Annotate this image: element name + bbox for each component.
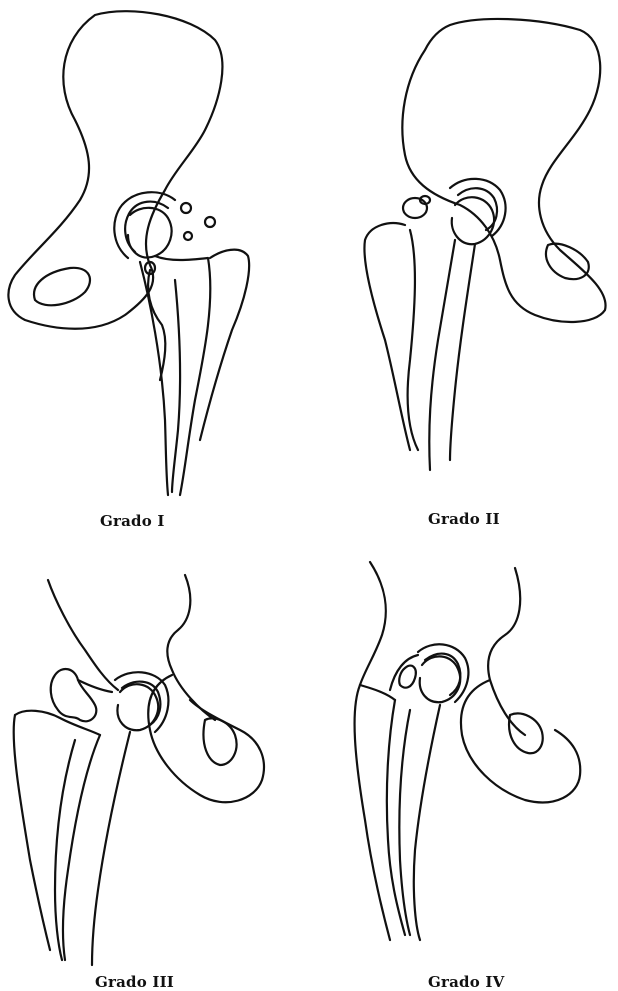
- greater-trochanter: [15, 711, 100, 735]
- femur-inner: [399, 710, 410, 935]
- panel-grade-1: Grado I: [0, 0, 300, 540]
- hip-drawing-grade-1: [0, 0, 300, 540]
- ossification-island-2: [205, 217, 215, 227]
- pelvis-lower: [148, 675, 264, 802]
- femur-medial: [92, 732, 130, 965]
- caption-grade-1: Grado I: [100, 512, 165, 530]
- femur-outline: [155, 256, 210, 495]
- ankylosis-bridge: [390, 655, 418, 690]
- pelvis-outline: [402, 19, 605, 322]
- caption-grade-3: Grado III: [95, 973, 174, 991]
- ankylosis-fragment: [399, 666, 416, 688]
- acetabular-cup-inner: [425, 654, 460, 695]
- femur-outline-lateral: [14, 715, 50, 950]
- panel-grade-2: Grado II: [310, 0, 618, 540]
- hip-drawing-grade-2: [310, 0, 618, 540]
- caption-grade-2: Grado II: [428, 510, 500, 528]
- panel-grade-3: Grado III: [0, 540, 300, 990]
- pelvis-lower: [461, 680, 580, 802]
- femoral-head: [420, 656, 460, 702]
- ilium-line-right: [488, 568, 525, 735]
- obturator-foramen: [546, 244, 589, 279]
- femur-medial: [450, 244, 475, 460]
- femur-outline-lateral: [355, 685, 390, 940]
- ossification-island-3: [184, 232, 192, 240]
- obturator-foramen: [34, 268, 90, 305]
- femur-medial: [414, 705, 440, 940]
- obturator-foramen: [509, 714, 543, 754]
- hip-drawing-grade-4: [310, 540, 618, 990]
- panel-grade-4: Grado IV: [310, 540, 618, 990]
- femur-inner: [172, 280, 180, 492]
- ossification-mass: [51, 669, 97, 721]
- ilium-line-right: [167, 575, 215, 720]
- ilium-line-left: [48, 580, 118, 690]
- femoral-head: [117, 684, 158, 730]
- ossification-island-1: [181, 203, 191, 213]
- ossification-island-1: [403, 198, 427, 218]
- femur-outline: [408, 230, 418, 450]
- greater-trochanter: [200, 250, 249, 440]
- ilium-line-left: [360, 562, 386, 685]
- femur-outline: [387, 700, 405, 935]
- hip-drawing-grade-3: [0, 540, 300, 990]
- caption-grade-4: Grado IV: [428, 973, 504, 991]
- greater-trochanter: [364, 223, 410, 450]
